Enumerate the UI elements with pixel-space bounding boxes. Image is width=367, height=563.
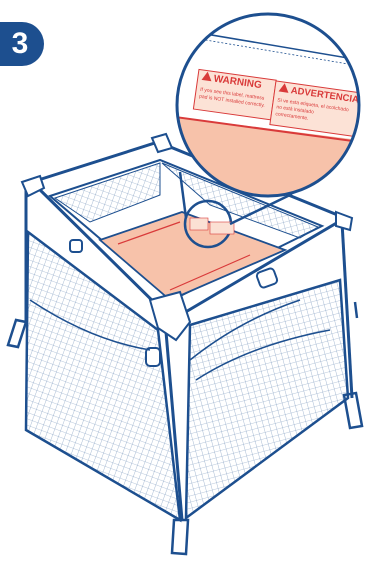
leg-back-left [8,320,26,347]
rail-latch-right [256,267,278,288]
leg-back-right [355,302,357,318]
leg-front [172,520,188,554]
rail-latch-back [70,240,82,252]
small-label-en [190,218,208,230]
right-mesh-panel [186,280,348,518]
corner-cap-right [336,212,352,230]
rail-latch-left [146,348,160,366]
